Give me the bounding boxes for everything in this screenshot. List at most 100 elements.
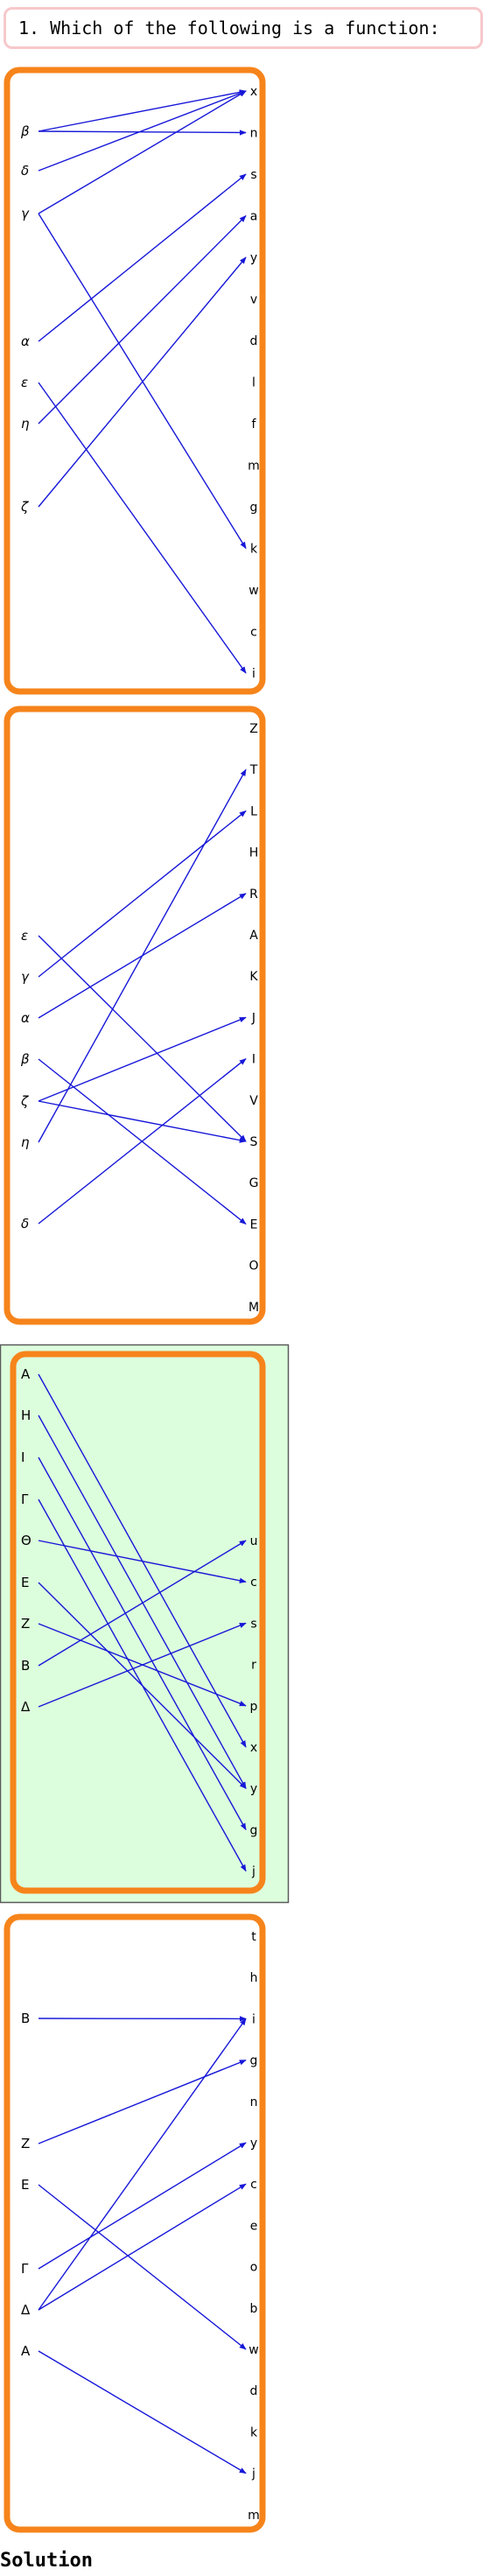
codomain-label: j [251,1865,256,1879]
codomain-label: m [248,2509,260,2523]
domain-label: Θ [21,1533,32,1548]
solution-label: Solution [0,2550,93,2572]
codomain-label: R [249,888,258,902]
domain-label: η [21,416,30,432]
codomain-label: g [250,501,258,515]
domain-label: B [21,1658,30,1674]
domain-label: E [21,1575,29,1590]
codomain-label: u [250,1534,258,1548]
domain-label: Z [21,1616,30,1632]
codomain-label: x [250,85,257,99]
domain-label: ζ [20,1093,29,1109]
mapping-arrow [38,2142,247,2270]
codomain-label: c [250,1576,257,1590]
mapping-arrow [38,90,247,214]
domain-label: Δ [21,1699,31,1715]
mapping-arrow [38,1414,247,1789]
mapping-arrow [38,382,247,674]
codomain-label: K [249,970,258,984]
mapping-arrow [38,2059,247,2144]
domain-label: δ [21,1216,29,1232]
codomain-label: J [251,1011,256,1025]
domain-label: γ [21,206,30,221]
codomain-label: s [250,168,256,182]
domain-label: Γ [21,1492,29,1507]
codomain-label: e [250,2219,258,2233]
codomain-label: a [250,210,258,224]
codomain-label: k [250,2425,258,2439]
codomain-label: S [250,1135,258,1149]
mapping-arrow [38,2350,247,2474]
codomain-label: i [252,667,256,681]
question-text: 1. Which of the following is a function: [4,7,483,49]
codomain-label: r [251,1659,256,1673]
domain-label: ε [21,375,28,390]
codomain-label: H [249,846,259,860]
codomain-label: O [248,1260,258,1274]
codomain-label: s [250,1617,256,1631]
codomain-label: E [250,1218,258,1232]
mapping-arrow [38,130,247,136]
codomain-label: f [252,418,257,432]
codomain-label: A [249,929,258,943]
codomain-label: I [252,1053,256,1067]
codomain-label: L [250,804,257,818]
domain-label: ε [21,928,28,944]
codomain-label: m [248,460,260,474]
codomain-label: i [252,2012,256,2026]
mapping-arrow [38,1456,247,1831]
domain-label: α [21,333,30,349]
domain-label: Z [21,2136,30,2151]
mapping-arrow [38,1582,247,1789]
codomain-label: n [250,127,258,141]
mapping-arrow [38,213,247,550]
codomain-label: p [250,1700,258,1714]
codomain-label: b [250,2302,258,2316]
codomain-label: w [248,584,258,598]
codomain-label: c [250,626,257,640]
mapping-arrow [38,1100,247,1143]
mapping-arrow [38,2184,247,2350]
domain-label: β [20,1051,30,1067]
codomain-label: y [250,2137,257,2151]
mapping-arrow [38,935,247,1142]
codomain-label: M [248,1301,259,1315]
option-border [4,67,266,695]
option-border [10,1351,266,1894]
option-border [4,705,266,1325]
codomain-label: w [248,2343,258,2357]
codomain-label: y [250,251,257,265]
domain-label: Γ [21,2261,29,2277]
domain-label: E [21,2177,29,2193]
domain-label: β [20,123,30,139]
mapping-arrow [38,1540,247,1667]
codomain-label: d [250,2384,258,2398]
mapping-arrow [38,214,247,425]
domain-label: ζ [20,499,29,515]
mapping-arrow [38,256,247,508]
domain-label: η [21,1134,30,1150]
option-border [4,1913,266,2533]
mapping-arrow [38,90,247,172]
mapping-arrow [38,2018,247,2311]
mapping-arrow [38,173,247,342]
codomain-label: g [250,1823,258,1837]
mapping-arrow [38,89,247,132]
codomain-label: k [250,543,258,557]
mapping-arrow [38,810,247,978]
codomain-label: o [250,2261,258,2275]
codomain-label: v [250,293,257,307]
codomain-label: x [250,1741,257,1755]
codomain-label: l [252,376,256,390]
codomain-label: G [249,1176,259,1190]
codomain-label: h [250,1971,258,1985]
mapping-arrow [38,2183,247,2311]
codomain-label: V [249,1094,258,1108]
domain-label: γ [21,969,30,985]
codomain-label: Z [249,722,258,736]
